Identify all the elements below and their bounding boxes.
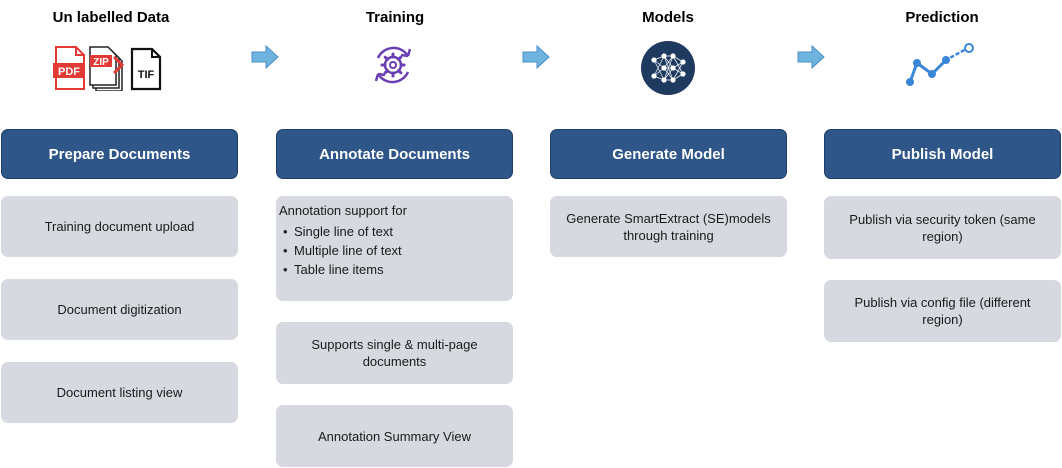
tif-file-icon: TIF — [130, 47, 162, 91]
list-item: Multiple line of text — [283, 241, 507, 260]
card-generate-se-models: Generate SmartExtract (SE)models through… — [550, 196, 787, 257]
svg-text:ZIP: ZIP — [93, 57, 109, 68]
flow-arrow-2 — [522, 44, 550, 74]
zip-file-icon: ZIP — [89, 46, 125, 92]
list-item: Table line items — [283, 260, 507, 279]
list-item: Single line of text — [283, 222, 507, 241]
gear-cycle-icon — [370, 42, 416, 88]
svg-text:TIF: TIF — [138, 69, 155, 81]
card-publish-security-token: Publish via security token (same region) — [824, 196, 1061, 259]
flow-arrow-3 — [797, 44, 825, 74]
card-publish-config-file: Publish via config file (different regio… — [824, 280, 1061, 342]
publish-model-header: Publish Model — [824, 129, 1061, 179]
flow-arrow-1 — [251, 44, 279, 74]
annotation-support-intro: Annotation support for — [279, 203, 407, 218]
card-annotation-summary-view: Annotation Summary View — [276, 405, 513, 467]
card-training-document-upload: Training document upload — [1, 196, 238, 257]
annotate-documents-header: Annotate Documents — [276, 129, 513, 179]
prepare-documents-header: Prepare Documents — [1, 129, 238, 179]
stage-title-unlabelled-data: Un labelled Data — [52, 9, 170, 26]
stage-title-training: Training — [365, 9, 425, 26]
stage-title-prediction: Prediction — [905, 9, 979, 26]
card-single-multi-page-support: Supports single & multi-page documents — [276, 322, 513, 384]
card-document-digitization: Document digitization — [1, 279, 238, 340]
neural-network-icon — [640, 40, 696, 96]
card-annotation-support: Annotation support for Single line of te… — [276, 196, 513, 301]
annotation-support-list: Single line of text Multiple line of tex… — [282, 222, 507, 279]
svg-text:PDF: PDF — [58, 66, 80, 78]
card-document-listing-view: Document listing view — [1, 362, 238, 423]
generate-model-header: Generate Model — [550, 129, 787, 179]
document-files-icon: PDF ZIP TIF — [52, 45, 164, 92]
pdf-file-icon: PDF — [53, 46, 85, 90]
trend-line-icon — [902, 42, 978, 88]
stage-title-models: Models — [642, 9, 694, 26]
